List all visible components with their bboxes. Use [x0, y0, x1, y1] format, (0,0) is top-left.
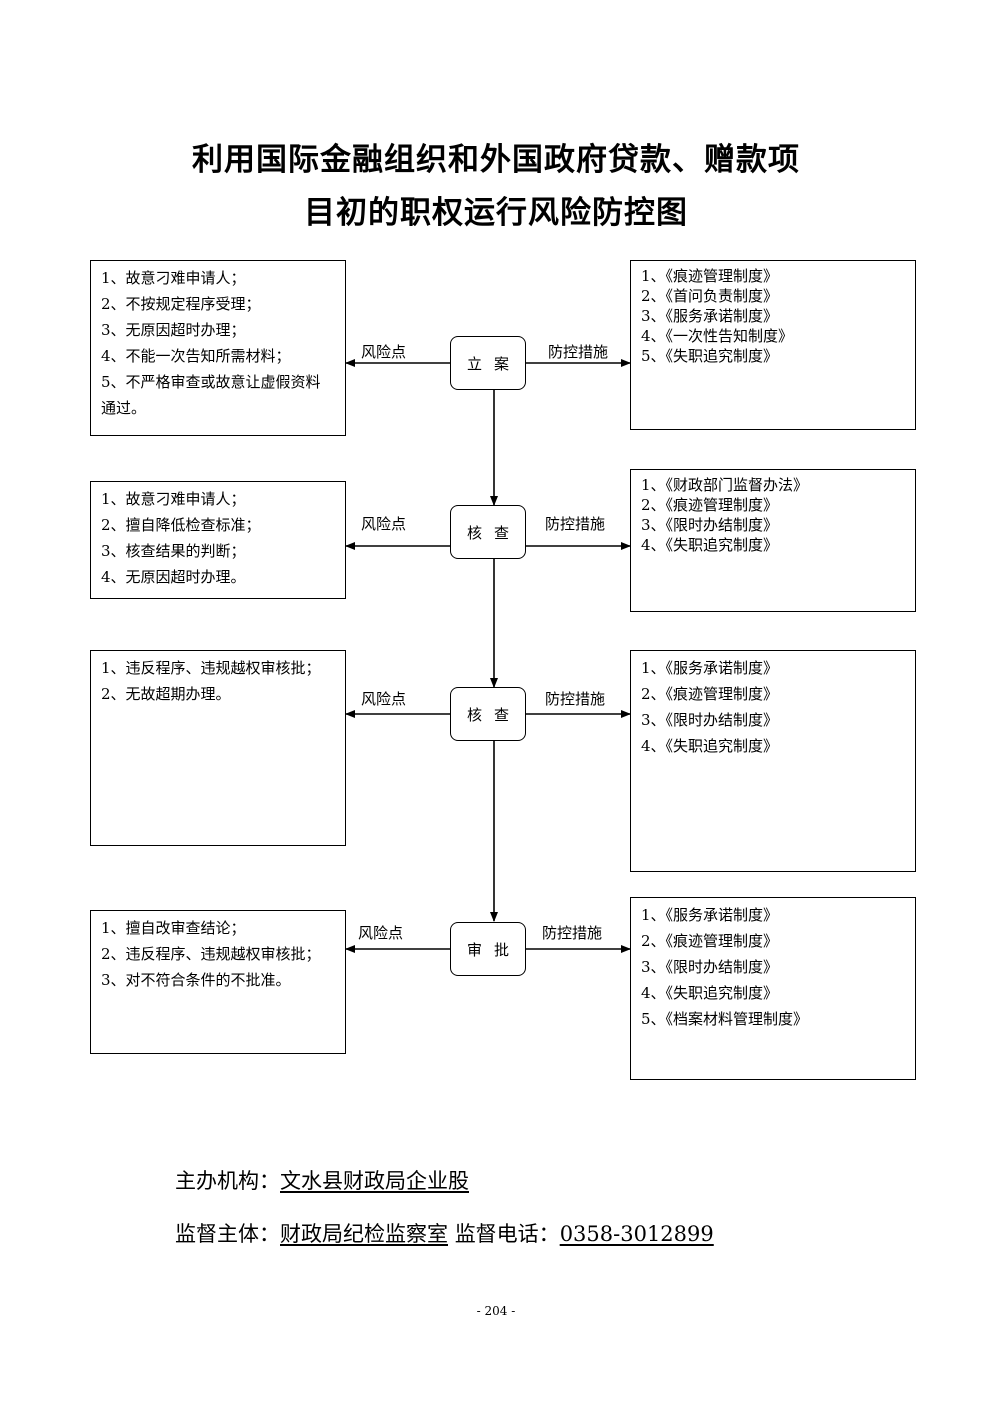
control-box-3: 1、《服务承诺制度》 2、《痕迹管理制度》 3、《限时办结制度》 4、《失职追究…	[630, 650, 916, 872]
phone-label: 监督电话：	[454, 1222, 560, 1246]
risk-item: 1、违反程序、违规越权审核批；	[101, 659, 321, 677]
flow-node-2: 核查	[450, 505, 526, 559]
flow-node-3: 核查	[450, 687, 526, 741]
risk-item: 5、不严格审查或故意让虚假资料通过。	[101, 373, 321, 417]
risk-item: 1、故意刁难申请人；	[101, 490, 246, 508]
risk-item: 2、违反程序、违规越权审核批；	[101, 945, 321, 963]
risk-box-4: 1、擅自改审查结论； 2、违反程序、违规越权审核批； 3、对不符合条件的不批准。	[90, 910, 346, 1054]
risk-item: 2、无故超期办理。	[101, 685, 231, 703]
host-organization: 主办机构：文水县财政局企业股	[175, 1165, 469, 1195]
supervisor-label: 监督主体：	[175, 1222, 280, 1246]
risk-box-1: 1、故意刁难申请人； 2、不按规定程序受理； 3、无原因超时办理； 4、不能一次…	[90, 260, 346, 436]
control-box-1: 1、《痕迹管理制度》 2、《首问负责制度》 3、《服务承诺制度》 4、《一次性告…	[630, 260, 916, 430]
control-item: 5、《档案材料管理制度》	[641, 1010, 809, 1028]
control-item: 4、《失职追究制度》	[641, 737, 779, 755]
control-item: 3、《限时办结制度》	[641, 711, 779, 729]
control-item: 1、《痕迹管理制度》	[641, 267, 779, 285]
risk-item: 4、不能一次告知所需材料；	[101, 347, 291, 365]
risk-item: 1、擅自改审查结论；	[101, 919, 246, 937]
control-item: 3、《限时办结制度》	[641, 958, 779, 976]
risk-item: 4、无原因超时办理。	[101, 568, 246, 586]
control-item: 3、《限时办结制度》	[641, 516, 779, 534]
control-item: 1、《财政部门监督办法》	[641, 476, 809, 494]
control-label-3: 防控措施	[545, 690, 606, 708]
control-label-1: 防控措施	[548, 343, 609, 361]
risk-box-2: 1、故意刁难申请人； 2、擅自降低检查标准； 3、核查结果的判断； 4、无原因超…	[90, 481, 346, 599]
risk-item: 3、核查结果的判断；	[101, 542, 246, 560]
control-item: 1、《服务承诺制度》	[641, 659, 779, 677]
risk-label-4: 风险点	[358, 924, 404, 942]
control-label-4: 防控措施	[542, 924, 603, 942]
phone-value: 0358-3012899	[559, 1222, 714, 1246]
control-item: 2、《首问负责制度》	[641, 287, 779, 305]
title-line-1: 利用国际金融组织和外国政府贷款、赠款项	[192, 142, 800, 178]
host-label: 主办机构：	[175, 1169, 280, 1193]
control-item: 3、《服务承诺制度》	[641, 307, 779, 325]
risk-item: 2、不按规定程序受理；	[101, 295, 261, 313]
risk-item: 3、无原因超时办理；	[101, 321, 246, 339]
risk-item: 2、擅自降低检查标准；	[101, 516, 261, 534]
risk-label-2: 风险点	[361, 515, 407, 533]
control-box-4: 1、《服务承诺制度》 2、《痕迹管理制度》 3、《限时办结制度》 4、《失职追究…	[630, 897, 916, 1080]
control-item: 2、《痕迹管理制度》	[641, 932, 779, 950]
risk-item: 3、对不符合条件的不批准。	[101, 971, 291, 989]
host-value: 文水县财政局企业股	[280, 1169, 469, 1193]
control-item: 5、《失职追究制度》	[641, 347, 779, 365]
flow-node-1: 立案	[450, 336, 526, 390]
risk-item: 1、故意刁难申请人；	[101, 269, 246, 287]
title-line-2: 目初的职权运行风险防控图	[304, 195, 688, 231]
control-box-2: 1、《财政部门监督办法》 2、《痕迹管理制度》 3、《限时办结制度》 4、《失职…	[630, 469, 916, 612]
risk-label-1: 风险点	[361, 343, 407, 361]
control-item: 2、《痕迹管理制度》	[641, 685, 779, 703]
control-label-2: 防控措施	[545, 515, 606, 533]
control-item: 2、《痕迹管理制度》	[641, 496, 779, 514]
risk-label-3: 风险点	[361, 690, 407, 708]
control-item: 4、《失职追究制度》	[641, 536, 779, 554]
risk-box-3: 1、违反程序、违规越权审核批； 2、无故超期办理。	[90, 650, 346, 846]
flow-node-4: 审批	[450, 922, 526, 976]
control-item: 4、《失职追究制度》	[641, 984, 779, 1002]
page-number: - 204 -	[476, 1304, 516, 1318]
supervision-line: 监督主体：财政局纪检监察室 监督电话：0358-3012899	[175, 1218, 714, 1248]
supervisor-value: 财政局纪检监察室	[280, 1222, 448, 1246]
control-item: 1、《服务承诺制度》	[641, 906, 779, 924]
control-item: 4、《一次性告知制度》	[641, 327, 794, 345]
